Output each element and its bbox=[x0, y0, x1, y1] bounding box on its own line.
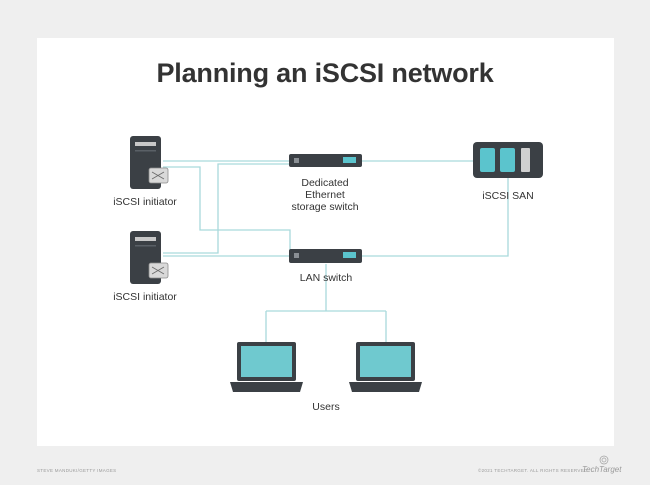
laptop-right-icon bbox=[349, 342, 422, 392]
san-label: iSCSI SAN bbox=[482, 190, 534, 202]
storage-switch-label-line3: storage switch bbox=[291, 201, 359, 213]
connection-lines bbox=[163, 160, 509, 342]
link-initiator-top-lan-switch bbox=[163, 166, 291, 256]
page-title: Planning an iSCSI network bbox=[156, 58, 494, 88]
link-lan-switch-san bbox=[362, 178, 509, 257]
storage-switch-label: Dedicated Ethernet storage switch bbox=[265, 177, 385, 213]
san-storage-icon bbox=[473, 142, 543, 178]
storage-switch-label-line2: Ethernet bbox=[305, 189, 345, 201]
lan-switch-icon bbox=[289, 249, 362, 263]
initiator-top-server-icon bbox=[130, 136, 169, 189]
laptop-left-icon bbox=[230, 342, 303, 392]
footer-copyright: ©2021 TECHTARGET. ALL RIGHTS RESERVED bbox=[478, 468, 588, 473]
initiator-bottom-label: iSCSI initiator bbox=[113, 291, 177, 303]
link-initiator-bottom-storage-switch bbox=[163, 163, 292, 254]
footer-credit: STEVE MANDUKI/GETTY IMAGES bbox=[37, 468, 117, 473]
storage-switch-icon bbox=[289, 154, 362, 167]
lan-switch-label: LAN switch bbox=[299, 272, 353, 284]
initiator-bottom-server-icon bbox=[130, 231, 169, 284]
footer-brand: TechTarget bbox=[582, 465, 622, 474]
storage-switch-label-line1: Dedicated bbox=[301, 177, 349, 189]
users-label: Users bbox=[312, 401, 340, 413]
initiator-top-label: iSCSI initiator bbox=[113, 196, 177, 208]
techtarget-logo-icon bbox=[599, 455, 609, 465]
